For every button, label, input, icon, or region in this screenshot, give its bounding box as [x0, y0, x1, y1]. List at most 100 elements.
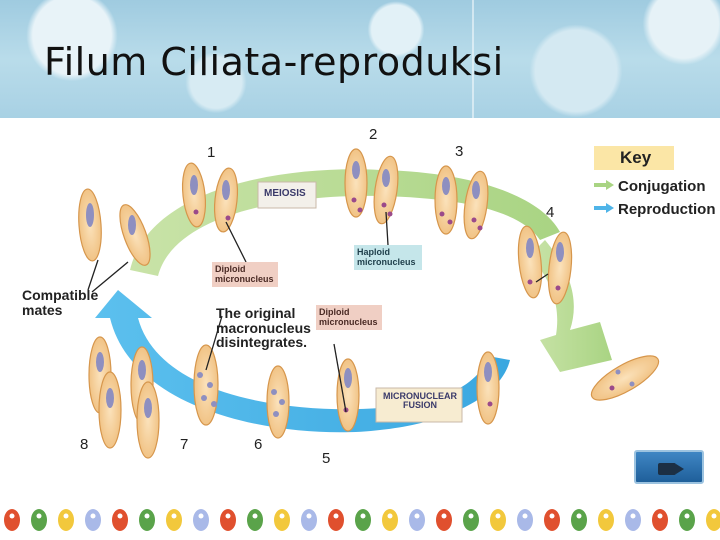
- step-4: 4: [546, 204, 555, 221]
- video-camera-icon: [658, 463, 684, 475]
- micronuclei: [193, 197, 615, 413]
- germ-icon: [220, 509, 236, 531]
- germ-icon: [4, 509, 20, 531]
- germ-icon: [436, 509, 452, 531]
- step-2: 2: [369, 126, 378, 143]
- cell: [336, 358, 360, 432]
- banner-divider: [472, 0, 474, 118]
- germ-icon: [625, 509, 641, 531]
- step-7: 7: [180, 436, 189, 453]
- compatible-mates-label: Compatible mates: [22, 287, 99, 318]
- germ-icon: [679, 509, 695, 531]
- germ-icon: [706, 509, 720, 531]
- original-macronucleus-label: The original macronucleus disintegrates.: [216, 305, 311, 351]
- germ-eye: [306, 513, 312, 519]
- germ-icon: [112, 509, 128, 531]
- nuclei: [86, 161, 635, 418]
- germ-icon: [85, 509, 101, 531]
- germ-eye: [63, 513, 69, 519]
- germ-icon: [193, 509, 209, 531]
- germ-eye: [9, 513, 15, 519]
- key-title: Key: [594, 146, 674, 170]
- germ-eye: [387, 513, 393, 519]
- meiosis-label-box: [257, 181, 317, 209]
- germ-eye: [36, 513, 42, 519]
- cell: [136, 381, 160, 459]
- blue-arrow-icon: [594, 203, 614, 213]
- germ-icon: [31, 509, 47, 531]
- slide-title: Filum Ciliata-reproduksi: [44, 40, 504, 84]
- germ-icon: [571, 509, 587, 531]
- germ-icon: [301, 509, 317, 531]
- germ-icon: [382, 509, 398, 531]
- germ-eye: [117, 513, 123, 519]
- germ-eye: [468, 513, 474, 519]
- germ-icon: [58, 509, 74, 531]
- step-8: 8: [80, 436, 89, 453]
- germ-icon: [139, 509, 155, 531]
- germ-icon: [463, 509, 479, 531]
- germ-eye: [144, 513, 150, 519]
- germ-icon: [544, 509, 560, 531]
- germ-eye: [441, 513, 447, 519]
- video-button[interactable]: [634, 450, 704, 484]
- key-conjugation-label: Conjugation: [618, 178, 706, 195]
- key-conjugation: Conjugation: [594, 178, 705, 195]
- key-reproduction: Reproduction: [594, 201, 716, 218]
- germ-icon: [598, 509, 614, 531]
- cell: [266, 365, 290, 439]
- cell: [119, 204, 151, 266]
- germ-icon: [274, 509, 290, 531]
- step-1: 1: [207, 144, 216, 161]
- cell: [517, 225, 543, 299]
- ciliate-reproduction-diagram: [78, 148, 660, 459]
- cell: [463, 170, 489, 240]
- germ-eye: [252, 513, 258, 519]
- germ-eye: [630, 513, 636, 519]
- germ-icon: [328, 509, 344, 531]
- germ-icon: [166, 509, 182, 531]
- germ-eye: [522, 513, 528, 519]
- leader-lines: [87, 211, 549, 413]
- step-5: 5: [322, 450, 331, 467]
- germ-eye: [90, 513, 96, 519]
- germ-eye: [333, 513, 339, 519]
- meiosis-label: MEIOSIS: [264, 188, 306, 199]
- cell: [193, 344, 219, 426]
- germ-eye: [603, 513, 609, 519]
- diploid-micronucleus-label-2: Diploid micronucleus: [316, 305, 382, 330]
- cell: [476, 351, 500, 425]
- diploid-micronucleus-label-1: Diploid micronucleus: [212, 262, 278, 287]
- step-3: 3: [455, 143, 464, 160]
- cell: [373, 155, 399, 225]
- cell: [590, 355, 660, 401]
- germ-eye: [711, 513, 717, 519]
- germ-eye: [657, 513, 663, 519]
- cell: [434, 165, 458, 235]
- cell: [344, 148, 368, 218]
- germ-icon: [409, 509, 425, 531]
- germ-eye: [225, 513, 231, 519]
- germ-eye: [495, 513, 501, 519]
- haploid-micronucleus-label: Haploid micronucleus: [354, 245, 422, 270]
- germ-eye: [576, 513, 582, 519]
- key-reproduction-label: Reproduction: [618, 201, 716, 218]
- germ-icon: [247, 509, 263, 531]
- title-banner: Filum Ciliata-reproduksi: [0, 0, 720, 118]
- germ-eye: [171, 513, 177, 519]
- fusion-label-box: [375, 387, 463, 423]
- germ-icon: [517, 509, 533, 531]
- step-6: 6: [254, 436, 263, 453]
- germ-eye: [198, 513, 204, 519]
- germ-eye: [279, 513, 285, 519]
- cell: [98, 371, 122, 449]
- germ-icon: [652, 509, 668, 531]
- germ-icon: [490, 509, 506, 531]
- germ-eye: [414, 513, 420, 519]
- germ-eye: [549, 513, 555, 519]
- micronuclear-fusion-label: MICRONUCLEAR FUSION: [383, 391, 457, 411]
- germ-icon: [355, 509, 371, 531]
- germ-eye: [360, 513, 366, 519]
- decorative-border: [4, 509, 720, 531]
- cell: [547, 231, 573, 305]
